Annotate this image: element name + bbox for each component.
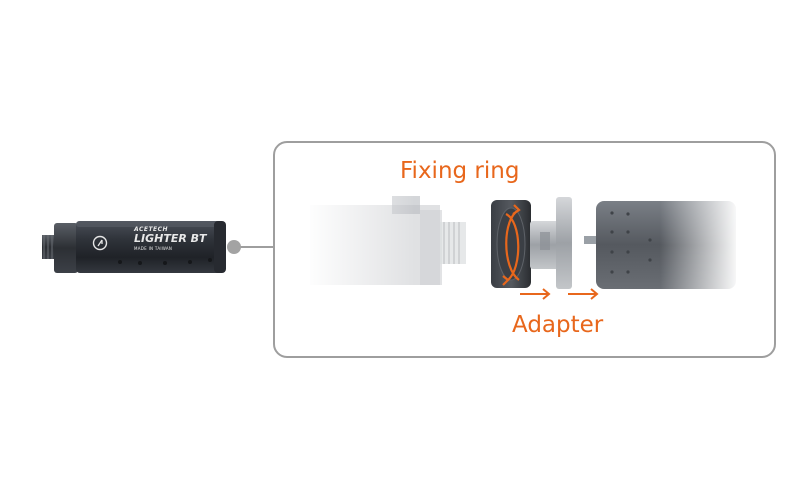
fixing-ring: [491, 200, 531, 288]
callout-frame: [273, 141, 776, 358]
device-logo: ACETECH LIGHTER BT MADE IN TAIWAN: [134, 226, 216, 251]
vent-holes: [118, 258, 212, 265]
adapter: [530, 197, 572, 289]
logo-small-text: MADE IN TAIWAN: [134, 246, 173, 251]
gun-muzzle: [305, 195, 466, 295]
rotation-arrow-icon: [502, 204, 521, 286]
fixing-ring-label: Fixing ring: [400, 158, 520, 184]
power-logo-icon: [92, 235, 108, 251]
tracer-tube: [584, 196, 740, 294]
callout-connector-dot: [227, 240, 241, 254]
callout-connector-line: [236, 246, 273, 248]
logo-line-2: LIGHTER BT: [134, 232, 207, 245]
direction-arrow-icon: [520, 288, 599, 300]
logo-line-1: ACETECH: [134, 226, 169, 233]
adapter-label: Adapter: [512, 312, 604, 338]
front-cap: [54, 223, 78, 273]
thread-stub: [42, 235, 54, 259]
device-body: [76, 221, 226, 273]
